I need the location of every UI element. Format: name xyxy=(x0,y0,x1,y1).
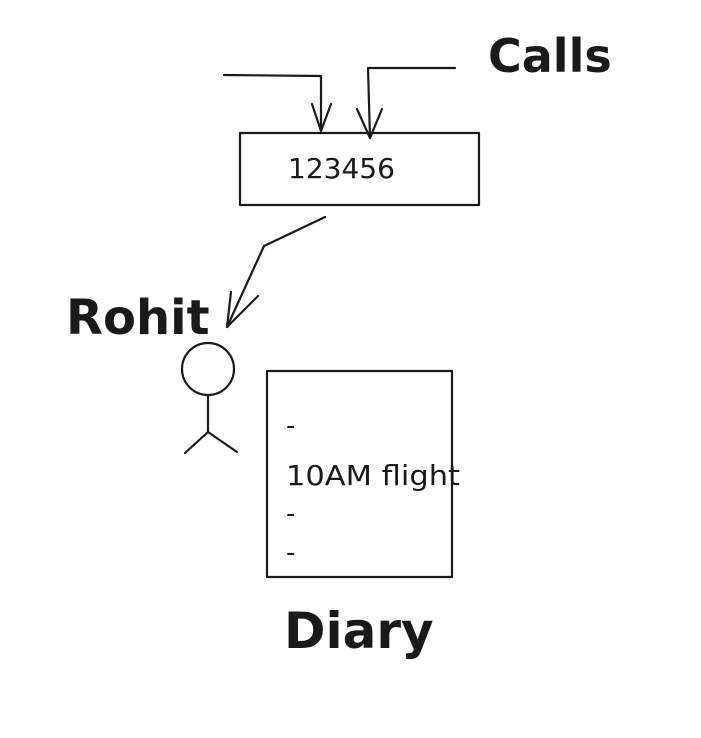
diary-box: - 10AM flight - - xyxy=(265,369,460,579)
person-stick-figure xyxy=(180,341,239,455)
diary-label: Diary xyxy=(284,602,434,660)
calls-label: Calls xyxy=(488,29,612,83)
diary-line-2: 10AM flight xyxy=(286,459,460,492)
diary-line-1: - xyxy=(286,411,295,441)
number-label: 123456 xyxy=(288,152,395,185)
number-box: 123456 xyxy=(238,131,481,207)
incoming-arrow-left xyxy=(222,73,333,133)
box-to-person-arrow xyxy=(225,215,327,329)
diary-line-3: - xyxy=(286,499,295,529)
incoming-arrow-right xyxy=(355,66,457,140)
person-label: Rohit xyxy=(66,290,210,346)
diary-line-4: - xyxy=(286,538,295,568)
